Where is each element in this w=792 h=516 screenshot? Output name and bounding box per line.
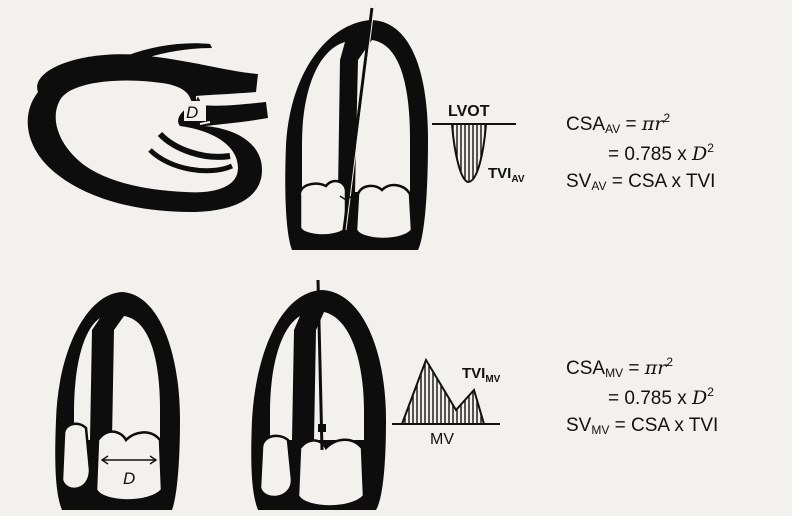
top-tvi-label: TVI (488, 165, 511, 182)
top-eq-sv: SVAV = CSA x TVI (566, 172, 715, 192)
bottom-doppler-label: MV (430, 431, 454, 448)
svg-text:TVIMV: TVIMV (462, 365, 501, 385)
apical-four-chamber-doppler-heart (251, 280, 386, 510)
top-eq-csa: CSAAV = πr2 (566, 112, 670, 135)
bottom-eq-area: = 0.785 x D2 (608, 386, 714, 408)
top-doppler-label: LVOT (448, 103, 490, 120)
parasternal-long-axis-heart: D (28, 43, 268, 212)
bottom-eq-csa: CSAMV = πr2 (566, 356, 673, 379)
top-diameter-label: D (186, 103, 198, 122)
bottom-tvi-sub: MV (485, 374, 500, 385)
apical-four-chamber-heart: D (55, 292, 180, 510)
apical-five-chamber-heart (285, 8, 428, 250)
top-eq-area: = 0.785 x D2 (608, 142, 714, 164)
bottom-tvi-label: TVI (462, 365, 485, 382)
bottom-eq-sv: SVMV = CSA x TVI (566, 416, 718, 436)
bottom-diameter-label: D (123, 469, 135, 488)
top-tvi-sub: AV (511, 174, 524, 185)
svg-text:TVIAV: TVIAV (488, 165, 525, 185)
mv-doppler-trace: MV TVIMV (392, 360, 501, 448)
lvot-doppler-trace: LVOT TVIAV (432, 103, 525, 185)
